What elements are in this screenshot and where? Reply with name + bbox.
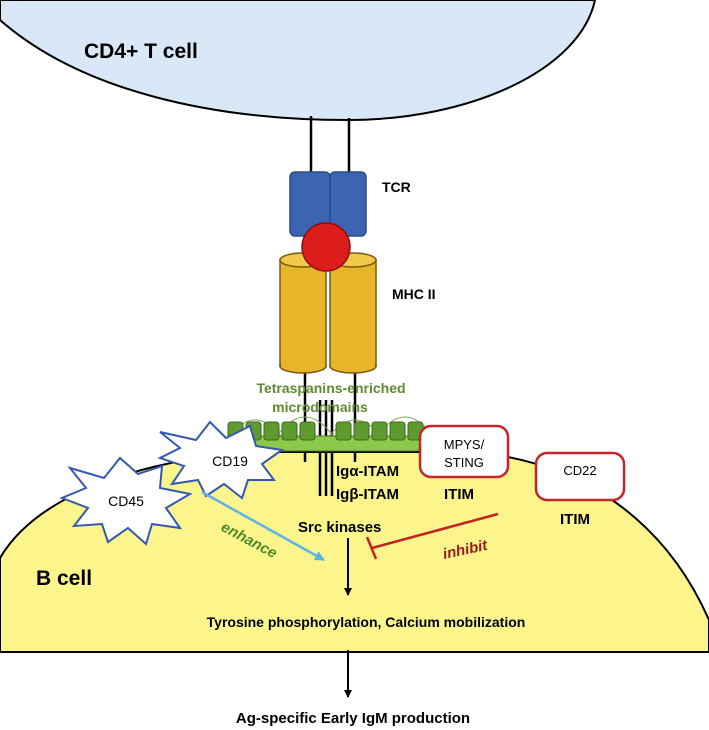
mhc-ii: MHC II	[279, 252, 436, 374]
t-cell-label: CD4+ T cell	[84, 40, 198, 63]
mpys-sting-box-border	[418, 424, 510, 479]
cd45-label: CD45	[108, 493, 144, 509]
iga-itam-label: Igα-ITAM	[336, 463, 399, 480]
cd45-star-shape	[59, 456, 193, 546]
igb-itam-label: Igβ-ITAM	[336, 486, 399, 503]
src-kinases-label: Src kinases	[298, 519, 381, 536]
signal-label: Tyrosine phosphorylation, Calcium mobili…	[207, 614, 526, 630]
mpys-label-line2: STING	[444, 455, 484, 470]
tetraspanin-label-line2: microdomains	[272, 399, 368, 415]
mhc-cylinder-right	[329, 252, 377, 374]
inhibit-bar	[365, 536, 378, 560]
cd19-label: CD19	[212, 453, 248, 469]
cd22-itim-label: ITIM	[560, 511, 590, 528]
mpys-itim-label: ITIM	[444, 486, 474, 503]
antigen	[301, 222, 351, 272]
mpys-label-line1: MPYS/	[444, 437, 485, 452]
cd22-box: CD22 ITIM	[534, 451, 626, 528]
t-cell-membrane	[0, 0, 597, 122]
cd19-star-shape	[157, 420, 285, 500]
mhc-cylinder-left	[279, 252, 327, 374]
inhibit-line	[371, 512, 499, 550]
cd22-label: CD22	[563, 463, 596, 478]
output-label: Ag-specific Early IgM production	[236, 710, 470, 727]
cd22-box-border	[534, 451, 626, 502]
tcr-label: TCR	[382, 179, 411, 195]
tetraspanin-microdomain: Tetraspanins-enriched microdomains	[227, 380, 431, 452]
cd19-star: CD19	[157, 420, 285, 500]
mhc-label: MHC II	[392, 286, 436, 302]
cd45-star: CD45	[59, 456, 193, 546]
mpys-sting-box: MPYS/ STING ITIM	[418, 424, 510, 503]
t-cell: CD4+ T cell	[0, 0, 597, 122]
enhance-arrow-line	[201, 490, 325, 562]
b-cell-label: B cell	[36, 567, 92, 590]
tcr: TCR	[289, 171, 411, 237]
tetraspanin-label-line1: Tetraspanins-enriched	[256, 380, 405, 396]
